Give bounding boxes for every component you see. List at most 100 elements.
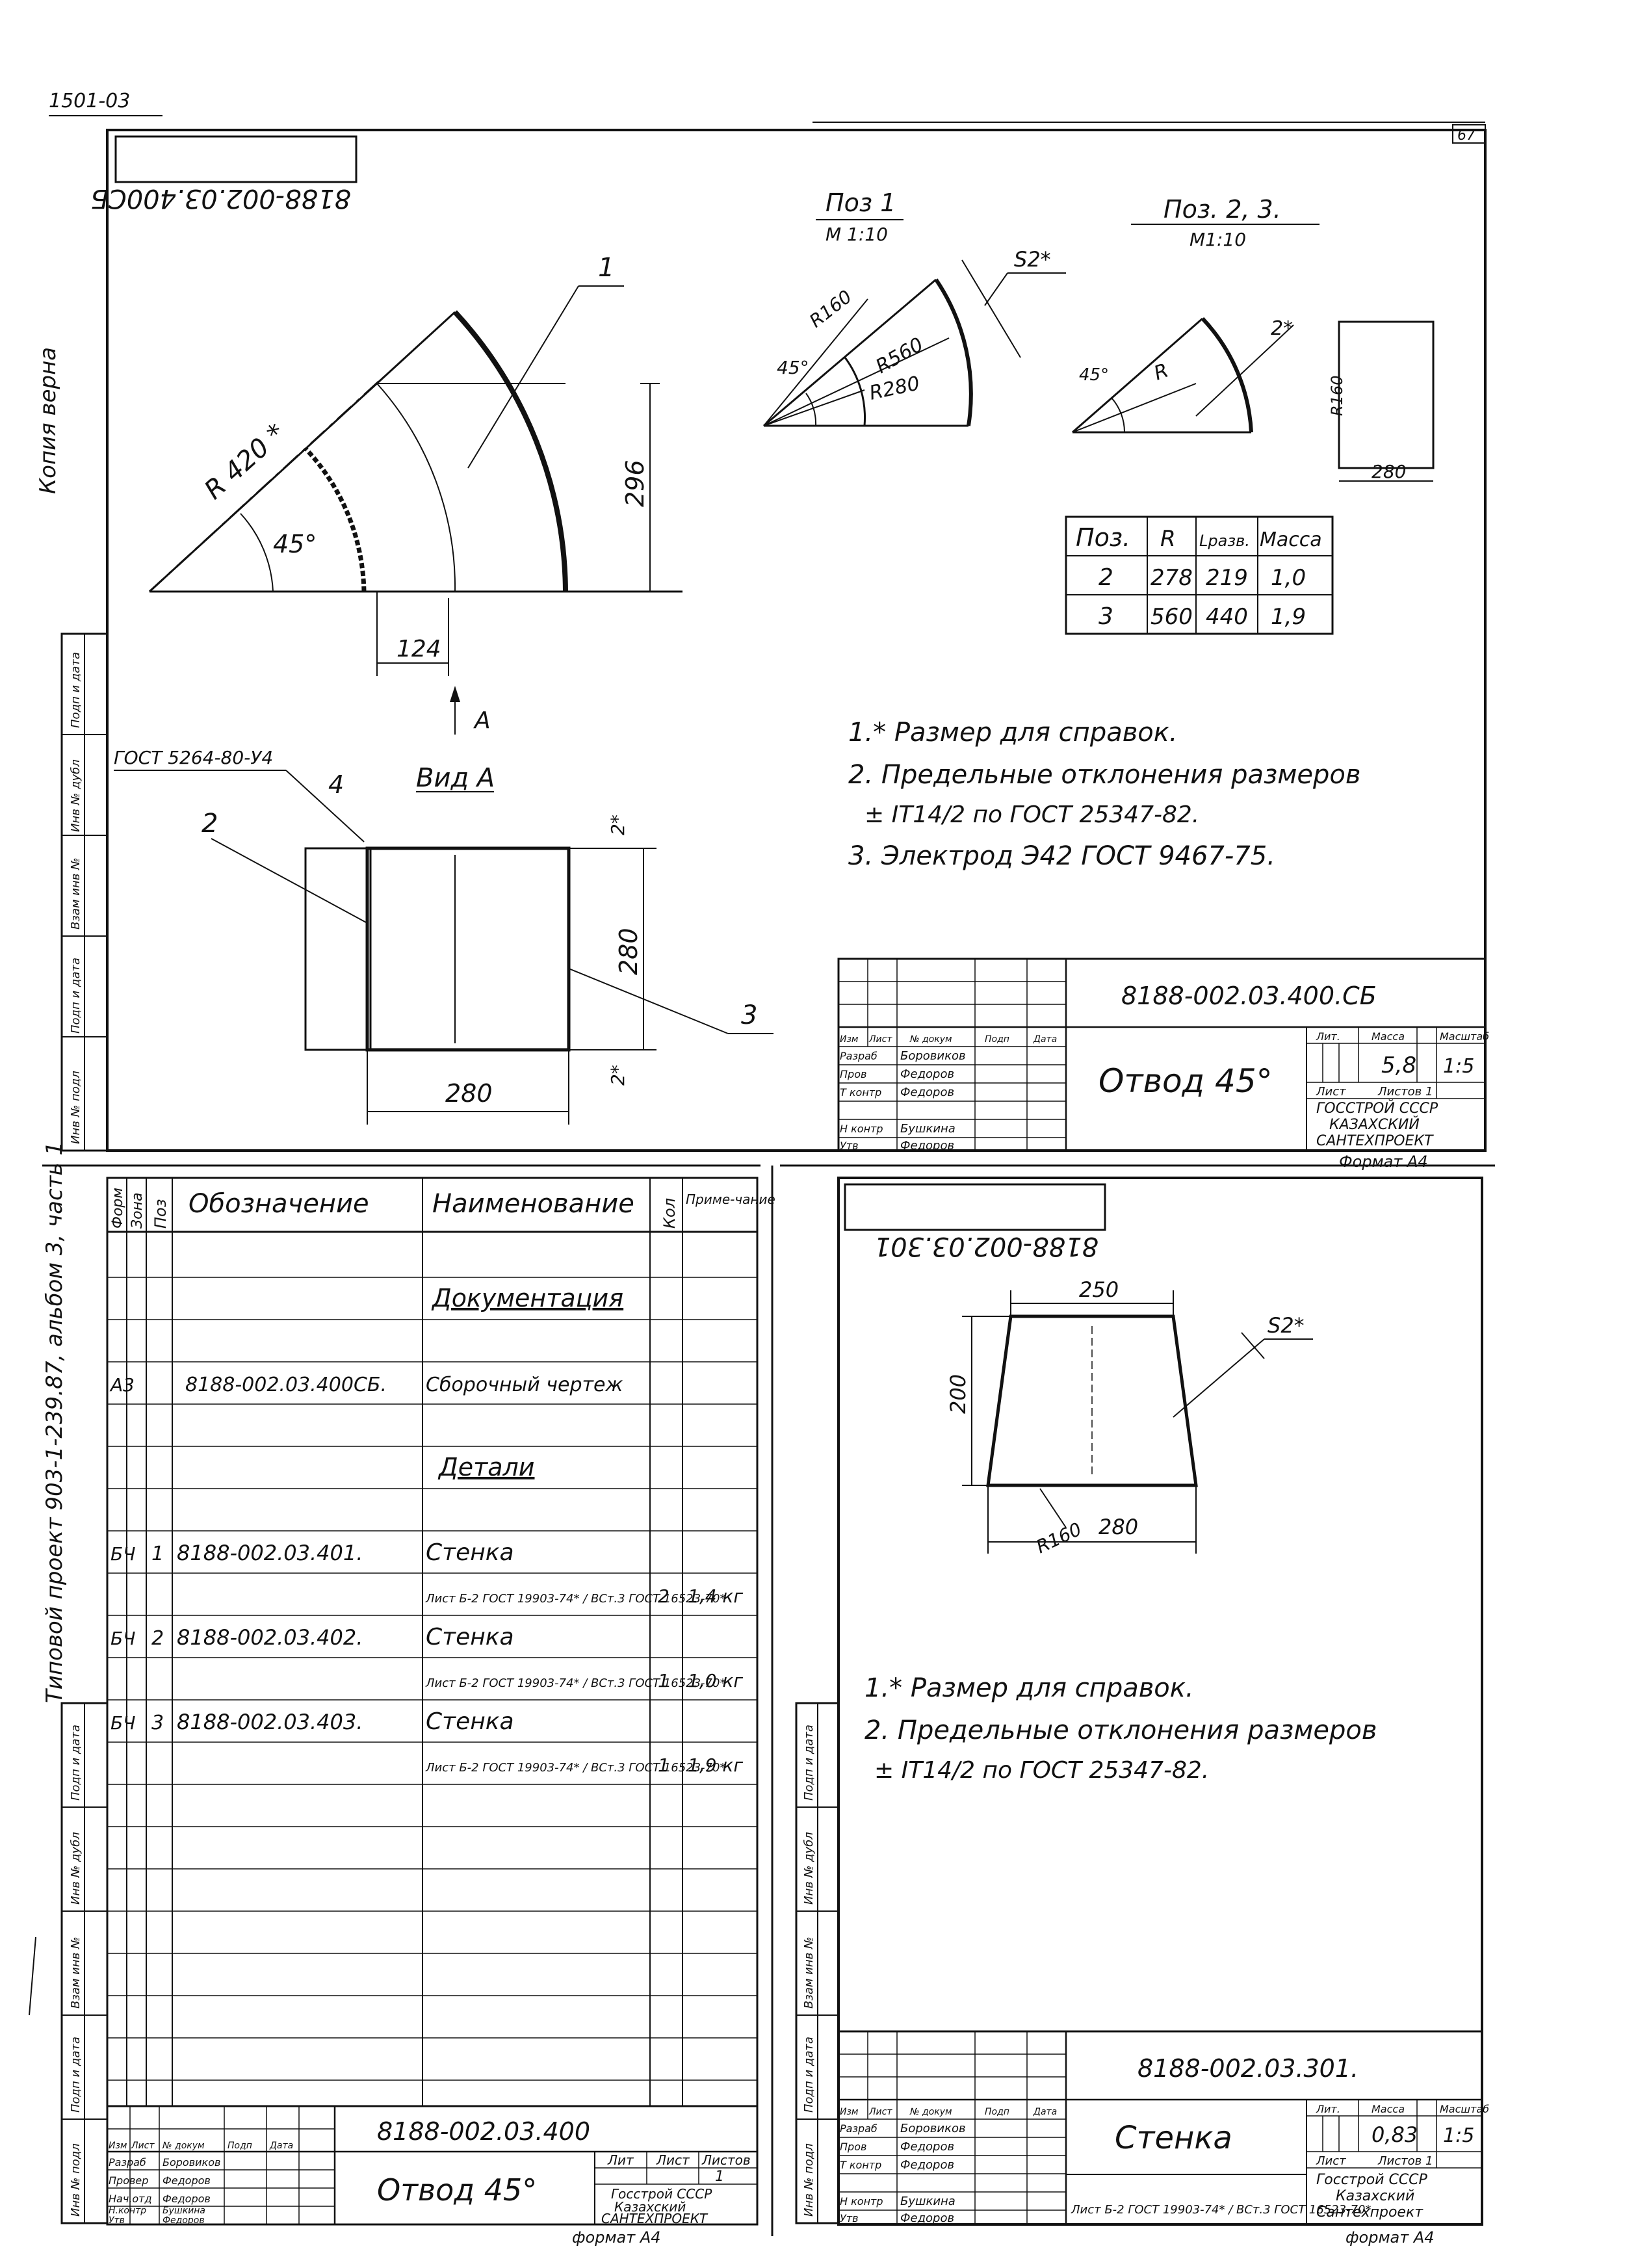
tb3-role: Утв xyxy=(840,2212,859,2224)
note3-line3: ± IT14/2 по ГОСТ 25347-82. xyxy=(874,1757,1209,1784)
tbspec-org: Казахский xyxy=(614,2199,686,2215)
svg-text:Взам инв №: Взам инв № xyxy=(802,1936,816,2009)
sheet-number-box xyxy=(1452,124,1486,144)
tb3-head: № докум xyxy=(909,2107,952,2117)
spec-h-zone: Зона xyxy=(129,1193,146,1229)
spec-cell: 1,9 кг xyxy=(688,1754,743,1776)
spec-cell: 8188-002.03.402. xyxy=(177,1625,363,1650)
view-s2-bottom: 2* xyxy=(607,1065,629,1086)
tbspec-role: Н.контр xyxy=(109,2206,146,2216)
spec-cell: 1,0 кг xyxy=(688,1670,743,1691)
spec-cell: 2 xyxy=(658,1585,670,1607)
tbspec-name: Отвод 45° xyxy=(377,2172,537,2208)
spec-table xyxy=(107,1178,757,2106)
tb1-role: Т контр xyxy=(840,1086,881,1099)
tbspec-role: Разраб xyxy=(109,2156,146,2169)
tb1-head: Дата xyxy=(1033,1034,1057,1045)
tb1-format: Формат А4 xyxy=(1339,1153,1428,1171)
parts-cell: 278 xyxy=(1150,565,1193,591)
pos1-s2: S2* xyxy=(1014,247,1051,272)
tb3-sheet-label: Лист xyxy=(1316,2154,1346,2168)
tbspec-head: Подп xyxy=(228,2141,252,2151)
elbow-main-view xyxy=(148,285,682,735)
tbspec-head: № докум xyxy=(162,2141,205,2151)
tb1-role: Утв xyxy=(840,1140,859,1152)
pos23-scale: М1:10 xyxy=(1190,229,1246,250)
tbspec-surname: Федоров xyxy=(162,2174,211,2187)
title-block-spec xyxy=(106,2105,759,2226)
pos1-title: Поз 1 xyxy=(826,189,896,217)
tb1-scale: 1:5 xyxy=(1443,1055,1474,1078)
pos1-scale: М 1:10 xyxy=(826,224,888,245)
svg-text:Взам инв №: Взам инв № xyxy=(69,857,83,930)
svg-text:Инв № подл: Инв № подл xyxy=(69,1071,83,1144)
tb1-head: Изм xyxy=(840,1034,859,1045)
tb1-org: КАЗАХСКИЙ xyxy=(1329,1116,1420,1133)
spec-section-details: Детали xyxy=(437,1453,534,1481)
tb1-col-lit: Лит. xyxy=(1316,1030,1340,1043)
spec-cell: Лист Б-2 ГОСТ 19903-74* / ВСт.3 ГОСТ 165… xyxy=(425,1592,725,1606)
tb3-head: Лист xyxy=(868,2107,892,2117)
spec-cell: 1 xyxy=(151,1543,164,1565)
title-block-1 xyxy=(837,958,1487,1152)
tbspec-code: 8188-002.03.400 xyxy=(377,2117,590,2146)
svg-text:Подп и дата: Подп и дата xyxy=(69,652,83,728)
mirror-code-3: 8188-002.03.301 xyxy=(874,1231,1098,1261)
note3-line2: 2. Предельные отклонения размеров xyxy=(864,1715,1377,1745)
tbspec-surname: Бушкина xyxy=(162,2206,205,2216)
stenka-drawing xyxy=(962,1290,1313,1554)
tb1-sheets: Листов 1 xyxy=(1377,1085,1433,1099)
spec-cell: А3 xyxy=(109,1374,135,1396)
view-lead-4: 4 xyxy=(328,770,344,799)
tb3-role: Пров xyxy=(840,2141,866,2153)
pos23-r: R xyxy=(1151,359,1172,385)
svg-text:Инв № подл: Инв № подл xyxy=(802,2143,816,2217)
spec-cell: Стенка xyxy=(426,1624,514,1650)
tb3-head: Дата xyxy=(1033,2107,1057,2117)
tbspec-surname: Боровиков xyxy=(162,2156,220,2169)
tb3-surname: Федоров xyxy=(900,2211,954,2225)
tb1-head: Лист xyxy=(868,1034,892,1045)
tb1-surname: Бушкина xyxy=(900,1122,956,1136)
spec-frame xyxy=(106,1177,759,2226)
pos1-r160: R160 xyxy=(805,286,856,332)
tb3-scale: 1:5 xyxy=(1443,2124,1474,2147)
title-block-3 xyxy=(837,2030,1483,2226)
spec-h-note: Приме-чание xyxy=(686,1192,775,1207)
sheet-number: 67 xyxy=(1457,127,1476,144)
tb3-surname: Бушкина xyxy=(900,2195,956,2208)
stenka-dim-r: R160 xyxy=(1033,1519,1085,1558)
leader-1: 1 xyxy=(598,253,614,283)
tb1-sheet-label: Лист xyxy=(1316,1085,1346,1099)
parts-h-r: R xyxy=(1160,526,1176,552)
spec-cell: 8188-002.03.403. xyxy=(177,1710,363,1734)
margin-note-top: Копия верна xyxy=(35,347,61,494)
parts-cell: 1,0 xyxy=(1271,565,1306,591)
spec-h-qty: Кол xyxy=(660,1198,679,1229)
spec-cell: 1,4 кг xyxy=(688,1585,743,1607)
stenka-dim-top: 250 xyxy=(1079,1277,1119,1302)
tb1-surname: Федоров xyxy=(900,1086,954,1099)
svg-text:Инв № дубл: Инв № дубл xyxy=(802,1832,816,1905)
dim-h296: 296 xyxy=(621,460,649,507)
svg-text:Подп и дата: Подп и дата xyxy=(802,2037,816,2113)
tb1-head: № докум xyxy=(909,1034,952,1045)
tbspec-head: Лист xyxy=(131,2141,155,2151)
spec-h-code: Обозначение xyxy=(188,1189,369,1219)
note1-line1: 1.* Размер для справок. xyxy=(848,718,1178,748)
tb3-role: Т контр xyxy=(840,2159,881,2171)
spec-cell: 1 xyxy=(658,1754,670,1776)
tbspec-org: САНТЕХПРОЕКТ xyxy=(601,2211,708,2226)
tb1-role: Н контр xyxy=(840,1123,883,1135)
tb3-head: Изм xyxy=(840,2107,859,2117)
tb3-surname: Боровиков xyxy=(900,2122,966,2135)
page-code: 1501-03 xyxy=(49,90,130,112)
parts-cell: 219 xyxy=(1206,565,1248,591)
view-h280: 280 xyxy=(614,928,643,975)
pos1-r560: R560 xyxy=(872,333,928,378)
parts-h-l: Lразв. xyxy=(1199,532,1250,550)
tb3-org: Госстрой СССР xyxy=(1316,2172,1428,2188)
tb3-surname: Федоров xyxy=(900,2140,954,2154)
spec-cell: Стенка xyxy=(426,1539,514,1566)
spec-cell: Лист Б-2 ГОСТ 19903-74* / ВСт.3 ГОСТ 165… xyxy=(425,1761,725,1775)
